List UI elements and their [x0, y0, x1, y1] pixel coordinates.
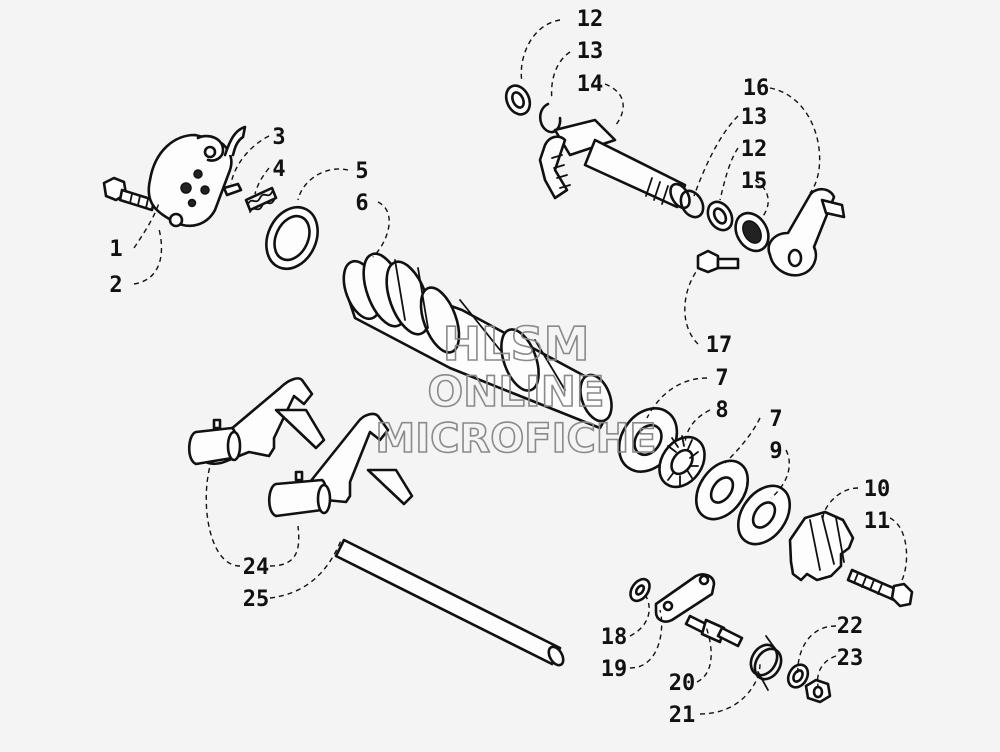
- callout-4: 4: [272, 157, 285, 182]
- callout-12-top: 12: [577, 7, 604, 32]
- shift-fork-part-24-upper: [187, 377, 326, 466]
- gasket-part-5: [265, 205, 319, 271]
- callout-24: 24: [243, 555, 270, 580]
- callout-23: 23: [837, 646, 864, 671]
- callout-20: 20: [669, 671, 696, 696]
- washer-part-9: [736, 484, 792, 546]
- callout-8: 8: [715, 398, 728, 423]
- callout-7-left: 7: [715, 366, 728, 391]
- shift-fork-part-24-lower: [267, 412, 414, 518]
- washer-part-18: [629, 577, 651, 603]
- callout-12-right: 12: [741, 137, 768, 162]
- callout-13-right: 13: [741, 105, 768, 130]
- shift-cam-part-10: [788, 510, 855, 582]
- callout-1: 1: [109, 237, 122, 262]
- callout-19: 19: [601, 657, 628, 682]
- callout-labels: 1 2 3 4 5 6 12 13 14 16 13 12 15 17 7 8 …: [109, 7, 890, 728]
- watermark: HLSM ONLINE MICROFICHE: [375, 316, 658, 463]
- circlip-part-13-top: [538, 102, 562, 134]
- bolt-part-11: [846, 568, 914, 608]
- fork-shaft-part-25: [334, 538, 565, 667]
- callout-21: 21: [669, 703, 696, 728]
- shift-drum-part-6: [342, 252, 613, 430]
- bolt-part-1: [102, 176, 156, 212]
- callout-5: 5: [355, 159, 368, 184]
- callout-25: 25: [243, 587, 270, 612]
- spring-part-4: [244, 186, 278, 213]
- callout-9: 9: [769, 439, 782, 464]
- callout-11: 11: [864, 509, 891, 534]
- callout-14: 14: [577, 72, 604, 97]
- bolt-part-17: [696, 249, 740, 274]
- callout-13-top: 13: [577, 39, 604, 64]
- stopper-plate-part-19: [654, 573, 716, 623]
- bearing-part-8: [658, 435, 706, 489]
- callout-2: 2: [109, 273, 122, 298]
- callout-6: 6: [355, 191, 368, 216]
- spring-part-21: [749, 635, 783, 691]
- shift-lever-part-16: [767, 187, 846, 277]
- callout-18: 18: [601, 625, 628, 650]
- callout-10: 10: [864, 477, 891, 502]
- callout-22: 22: [837, 614, 864, 639]
- watermark-line-1: HLSM: [443, 317, 590, 371]
- washer-part-12-right: [706, 200, 734, 232]
- detent-housing-part-2: [147, 125, 247, 228]
- shift-shaft-part-14: [538, 118, 691, 210]
- callout-3: 3: [272, 125, 285, 150]
- circlip-part-13-right: [679, 189, 705, 219]
- leader-lines: [133, 19, 908, 715]
- pivot-bolt-part-20: [684, 614, 744, 648]
- watermark-line-3: MICROFICHE: [375, 416, 656, 462]
- oil-seal-part-15: [734, 211, 770, 253]
- pin-part-3: [222, 182, 243, 197]
- callout-17: 17: [706, 333, 733, 358]
- nut-part-23: [804, 678, 832, 704]
- washer-part-12-top: [504, 84, 532, 116]
- callout-16: 16: [743, 76, 770, 101]
- washer-part-22: [786, 663, 810, 689]
- callout-15: 15: [741, 169, 768, 194]
- watermark-line-2: ONLINE: [427, 367, 604, 416]
- washer-part-7-right: [694, 459, 750, 521]
- callout-7-right: 7: [769, 407, 782, 432]
